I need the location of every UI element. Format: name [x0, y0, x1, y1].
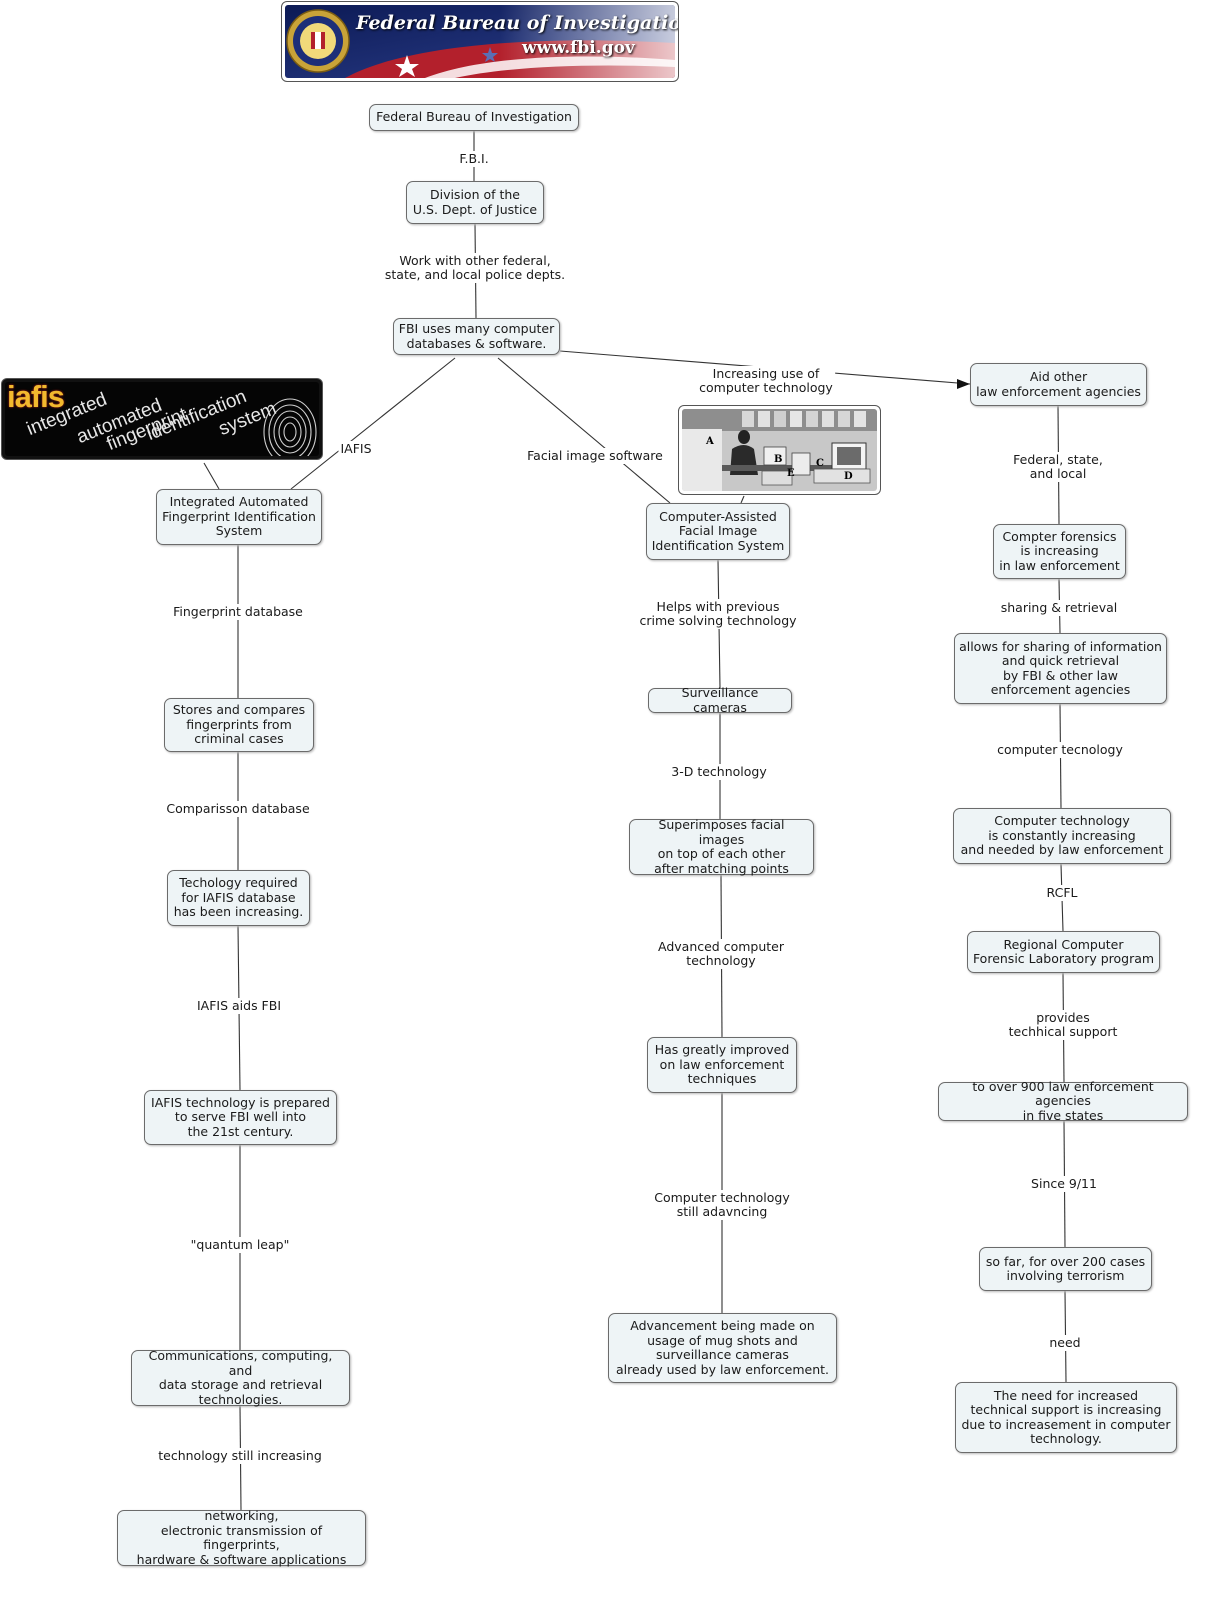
photo-tag-a: A [706, 436, 714, 447]
link-fed-state: Federal, state, and local [1011, 452, 1105, 482]
node-over200[interactable]: so far, for over 200 cases involving ter… [979, 1247, 1152, 1291]
node-sharing[interactable]: allows for sharing of information and qu… [954, 633, 1167, 704]
banner-url: www.fbi.gov [522, 38, 635, 58]
photo-tag-e: E [787, 468, 795, 479]
node-forensics[interactable]: Compter forensics is increasing in law e… [993, 524, 1126, 579]
fingerprint-icon [263, 398, 317, 456]
node-prepared[interactable]: IAFIS technology is prepared to serve FB… [144, 1090, 337, 1145]
link-advanced-comp: Advanced computer technology [655, 939, 787, 969]
link-need: need [1047, 1335, 1083, 1351]
node-improved[interactable]: Has greatly improved on law enforcement … [647, 1037, 797, 1093]
node-comp-tech[interactable]: Computer technology is constantly increa… [953, 808, 1171, 864]
link-increasing-use: Increasing use of computer technology [697, 366, 835, 396]
link-tech-still: technology still increasing [156, 1448, 324, 1464]
facial-lab-photo-graphic [682, 409, 877, 491]
banner-title: Federal Bureau of Investigation [356, 12, 679, 34]
node-rcfl[interactable]: Regional Computer Forensic Laboratory pr… [967, 931, 1160, 973]
link-fbi-abbr: F.B.I. [457, 151, 491, 167]
link-fingerprint-db: Fingerprint database [171, 604, 305, 620]
link-facial-software: Facial image software [525, 448, 665, 464]
iafis-word: iafis [7, 379, 65, 414]
node-stores[interactable]: Stores and compares fingerprints from cr… [164, 698, 314, 752]
node-iafis-system[interactable]: Integrated Automated Fingerprint Identif… [156, 489, 322, 545]
node-fbi[interactable]: Federal Bureau of Investigation [369, 104, 579, 131]
iafis-logo-graphic [5, 382, 319, 456]
connector [740, 495, 745, 504]
connector [290, 357, 456, 490]
fbi-banner: Federal Bureau of Investigation www.fbi.… [281, 1, 679, 82]
facial-lab-photo: A B C D E [678, 405, 881, 495]
node-need-increased[interactable]: The need for increased technical support… [955, 1382, 1177, 1453]
connector [203, 462, 220, 490]
iafis-logo: iafis integrated automated fingerprint i… [1, 378, 323, 460]
link-comp-still: Computer technology still adavncing [652, 1190, 792, 1220]
node-doj[interactable]: Division of the U.S. Dept. of Justice [406, 181, 544, 224]
link-quantum-leap: "quantum leap" [188, 1237, 292, 1253]
node-aid-agencies[interactable]: Aid other law enforcement agencies [970, 363, 1147, 406]
link-comparisson-db: Comparisson database [164, 801, 312, 817]
photo-tag-c: C [816, 458, 824, 469]
node-communications[interactable]: Communications, computing, and data stor… [131, 1348, 350, 1406]
node-networking[interactable]: networking, electronic transmission of f… [117, 1508, 366, 1566]
link-rcfl-abbr: RCFL [1044, 885, 1080, 901]
arrowhead [957, 379, 970, 389]
photo-tag-d: D [844, 471, 853, 482]
link-computer-tecnology: computer tecnology [995, 742, 1125, 758]
link-three-d: 3-D technology [669, 764, 769, 780]
node-surveillance[interactable]: Surveillance cameras [648, 685, 792, 714]
photo-tag-b: B [774, 454, 783, 465]
link-sharing-retrieval: sharing & retrieval [998, 600, 1120, 616]
link-since911: Since 9/11 [1029, 1176, 1099, 1192]
node-cafis[interactable]: Computer-Assisted Facial Image Identific… [646, 503, 790, 560]
fbi-banner-graphic [285, 5, 675, 78]
node-databases[interactable]: FBI uses many computer databases & softw… [393, 318, 560, 355]
link-iafis-aids: IAFIS aids FBI [194, 998, 284, 1014]
node-techology[interactable]: Techology required for IAFIS database ha… [167, 870, 310, 926]
link-provides: provides techhical support [1006, 1010, 1120, 1040]
link-work-with: Work with other federal, state, and loca… [382, 253, 568, 283]
link-iafis: IAFIS [338, 441, 374, 457]
node-over900[interactable]: to over 900 law enforcement agencies in … [938, 1079, 1188, 1123]
node-superimposes[interactable]: Superimposes facial images on top of eac… [629, 817, 814, 875]
link-helps-previous: Helps with previous crime solving techno… [637, 599, 799, 629]
connector [497, 357, 671, 504]
node-mugshots[interactable]: Advancement being made on usage of mug s… [608, 1313, 837, 1383]
